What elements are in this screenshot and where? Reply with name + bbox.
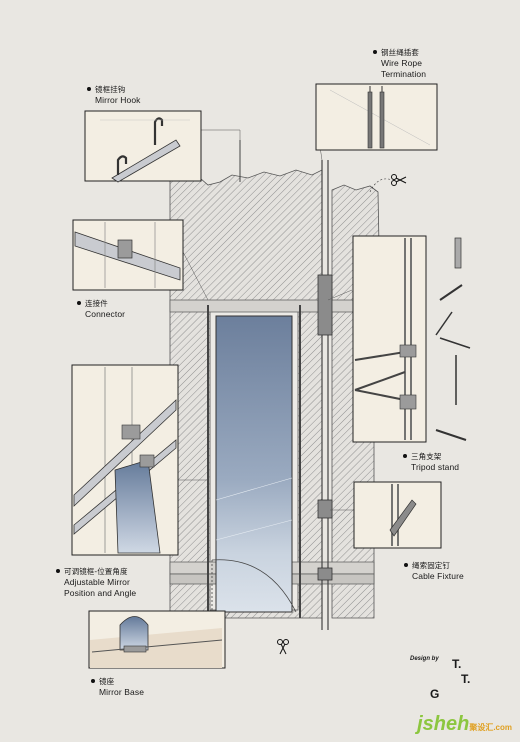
- label-en: Wire Rope: [381, 58, 423, 68]
- scissors-icon: [277, 639, 289, 655]
- label-en: Termination: [381, 69, 427, 79]
- bullet-dot: [91, 679, 95, 683]
- label-cn: 镜框挂钩: [95, 85, 126, 94]
- detail-connector: [72, 219, 184, 291]
- label-connector: 连接件 Connector: [77, 298, 126, 320]
- rope-clamps: [317, 274, 333, 581]
- detail-adjustable-mirror: [71, 364, 179, 556]
- bullet-dot: [404, 563, 408, 567]
- label-en: Mirror Base: [99, 687, 145, 697]
- label-en: Connector: [85, 309, 126, 319]
- label-en: Cable Fixture: [412, 571, 464, 581]
- watermark-logo: jsheh聚设汇.com: [417, 713, 512, 736]
- logo-letter-t1: T.: [452, 657, 462, 671]
- detail-wire-rope: [315, 83, 438, 151]
- label-en: Adjustable Mirror: [64, 577, 130, 587]
- label-en: Tripod stand: [411, 462, 460, 472]
- detail-tripod: [352, 235, 427, 443]
- exploded-parts: [435, 237, 471, 441]
- watermark-main: jsheh: [417, 713, 470, 735]
- label-cable-fixture: 绳索固定钉 Cable Fixture: [404, 560, 464, 582]
- detail-cable-fixture: [353, 481, 442, 549]
- label-cn: 连接件: [85, 299, 108, 308]
- label-en: Mirror Hook: [95, 95, 141, 105]
- label-cn: 镜座: [99, 677, 115, 686]
- bullet-dot: [77, 301, 81, 305]
- detail-mirror-base: [88, 610, 226, 669]
- label-wire-rope-termination: 钢丝绳插套 Wire Rope Termination: [373, 47, 427, 80]
- label-adjustable-mirror: 可调镜框-位置角度 Adjustable Mirror Position and…: [56, 566, 137, 599]
- bullet-dot: [373, 50, 377, 54]
- detail-mirror-hook: [84, 110, 202, 183]
- logo-letter-t2: T.: [461, 672, 471, 686]
- scissors-icon: [391, 174, 407, 186]
- bullet-dot: [87, 87, 91, 91]
- label-mirror-hook: 镜框挂钩 Mirror Hook: [87, 84, 141, 106]
- label-tripod-stand: 三角支架 Tripod stand: [403, 451, 460, 473]
- watermark-cn: 聚设汇: [469, 723, 494, 732]
- label-en: Position and Angle: [64, 588, 137, 598]
- logo-letter-g: G: [430, 687, 440, 701]
- swing-arc: [211, 559, 297, 613]
- design-by-label: Design by: [410, 656, 439, 662]
- label-cn: 可调镜框-位置角度: [64, 567, 128, 576]
- watermark-domain: .com: [493, 723, 512, 732]
- label-mirror-base: 镜座 Mirror Base: [91, 676, 145, 698]
- label-cn: 绳索固定钉: [412, 561, 450, 570]
- label-cn: 钢丝绳插套: [381, 48, 419, 57]
- bullet-dot: [403, 454, 407, 458]
- steel-rods: [207, 140, 329, 630]
- mirror-panel: [215, 315, 293, 613]
- bullet-dot: [56, 569, 60, 573]
- label-cn: 三角支架: [411, 452, 442, 461]
